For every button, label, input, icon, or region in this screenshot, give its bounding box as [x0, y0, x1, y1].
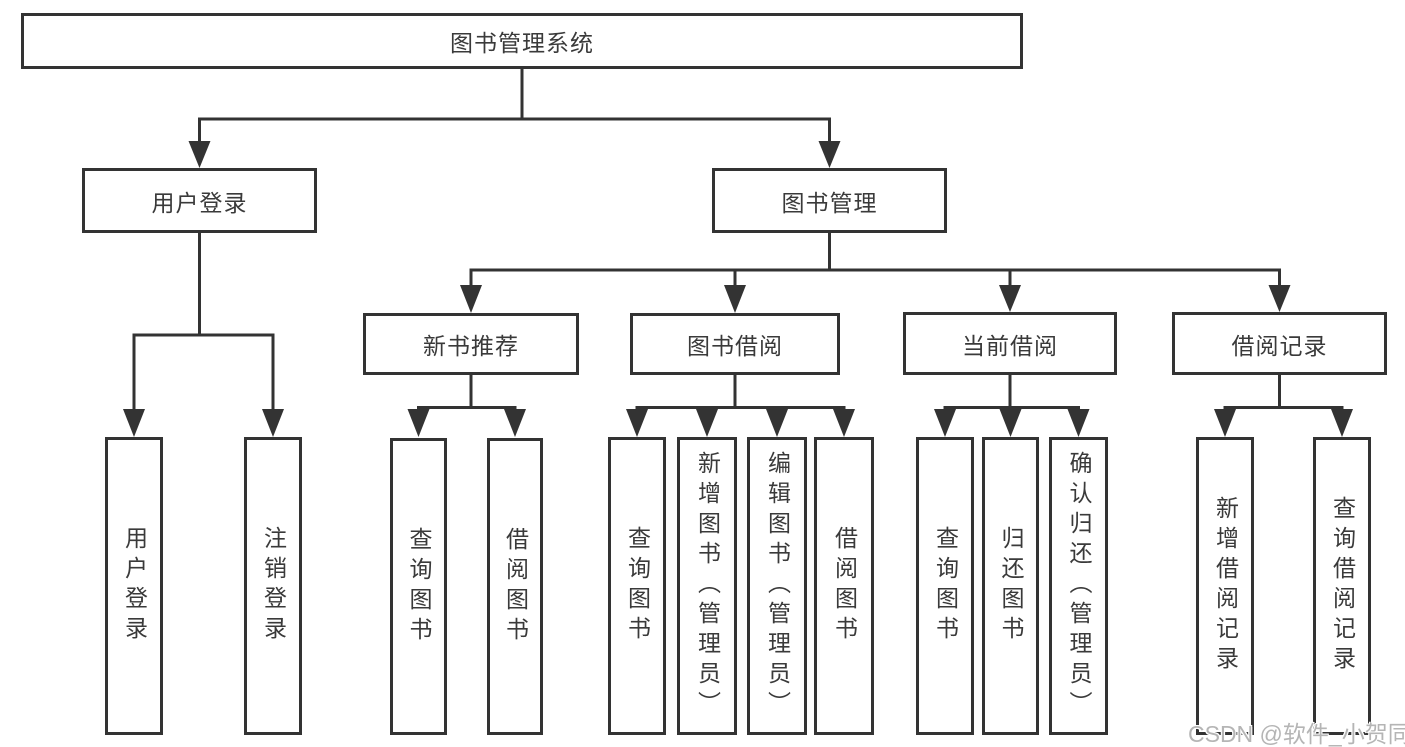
node-current-borrow-label: 当前借阅	[962, 332, 1058, 359]
leaf-user-login: 用户登录	[105, 437, 163, 735]
watermark: CSDN @软件_小贺同学	[1188, 721, 1405, 747]
node-new-book-recommend-label: 新书推荐	[423, 333, 519, 359]
leaf-query-books-3: 查询图书	[916, 437, 974, 735]
node-book-management-label: 图书管理	[781, 189, 878, 216]
node-book-borrow: 图书借阅	[630, 313, 840, 375]
leaf-confirm-return-admin: 确认归还（管理员）	[1049, 437, 1108, 735]
leaf-logout-login: 注销登录	[244, 437, 302, 735]
leaf-borrow-books-2: 借阅图书	[814, 437, 874, 735]
leaf-borrow-books-1: 借阅图书	[487, 438, 543, 735]
node-borrow-records-label: 借阅记录	[1231, 332, 1328, 359]
node-user-login-label: 用户登录	[151, 189, 248, 216]
leaf-return-books: 归还图书	[982, 437, 1039, 735]
leaf-edit-books-admin: 编辑图书（管理员）	[747, 437, 807, 735]
leaf-query-borrow-record: 查询借阅记录	[1313, 437, 1371, 735]
node-borrow-records: 借阅记录	[1172, 312, 1387, 375]
leaf-add-borrow-record: 新增借阅记录	[1196, 437, 1254, 735]
leaf-query-books-2: 查询图书	[608, 437, 666, 735]
leaf-query-books-1: 查询图书	[390, 438, 447, 735]
leaf-add-books-admin: 新增图书（管理员）	[677, 437, 737, 735]
node-new-book-recommend: 新书推荐	[363, 313, 579, 375]
node-book-borrow-label: 图书借阅	[687, 333, 783, 359]
node-user-login: 用户登录	[82, 168, 317, 233]
node-book-management: 图书管理	[712, 168, 947, 233]
node-root-label: 图书管理系统	[450, 30, 594, 56]
node-root-system: 图书管理系统	[21, 13, 1023, 69]
node-current-borrow: 当前借阅	[903, 312, 1117, 375]
